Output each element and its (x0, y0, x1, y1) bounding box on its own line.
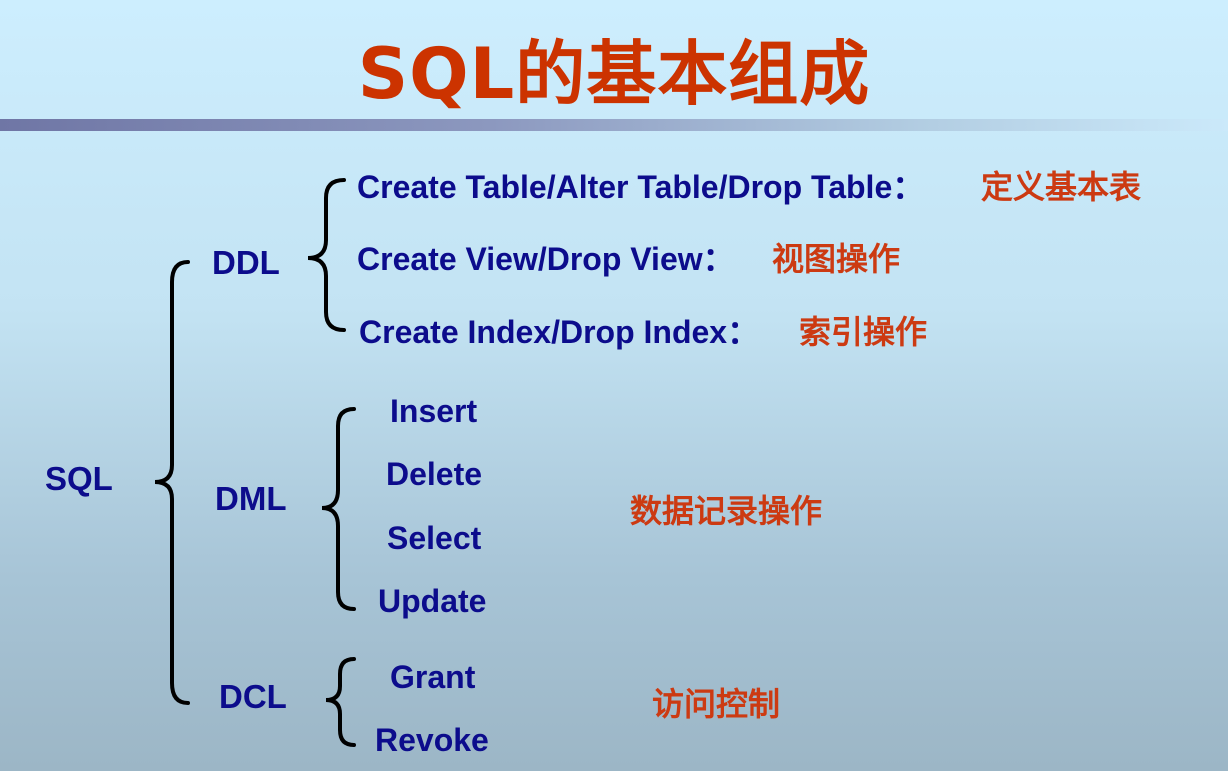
ddl-brace (307, 178, 346, 332)
dml-item-update: Update (378, 583, 487, 619)
dml-label: DML (215, 480, 287, 517)
sql-label: SQL (45, 460, 113, 497)
ddl-item-table: Create Table/Alter Table/Drop Table： (357, 169, 925, 205)
dcl-item-revoke: Revoke (375, 722, 489, 758)
dml-desc: 数据记录操作 (630, 492, 823, 530)
title-divider (0, 119, 1228, 131)
dml-item-insert: Insert (390, 393, 478, 429)
dml-brace (321, 407, 356, 611)
page-title: SQL的基本组成 (357, 33, 871, 115)
ddl-item-view: Create View/Drop View： (357, 241, 735, 277)
dml-item-select: Select (387, 520, 482, 556)
ddl-item-index: Create Index/Drop Index： (359, 314, 760, 350)
dcl-label: DCL (219, 678, 287, 715)
ddl-item-table-desc: 定义基本表 (981, 168, 1142, 206)
dcl-brace (325, 657, 356, 747)
dcl-desc: 访问控制 (652, 685, 781, 723)
dcl-item-grant: Grant (390, 659, 476, 695)
ddl-label: DDL (212, 244, 280, 281)
ddl-item-index-desc: 索引操作 (799, 313, 928, 351)
ddl-item-view-desc: 视图操作 (772, 240, 901, 278)
root-brace (154, 260, 190, 705)
dml-item-delete: Delete (386, 456, 483, 492)
